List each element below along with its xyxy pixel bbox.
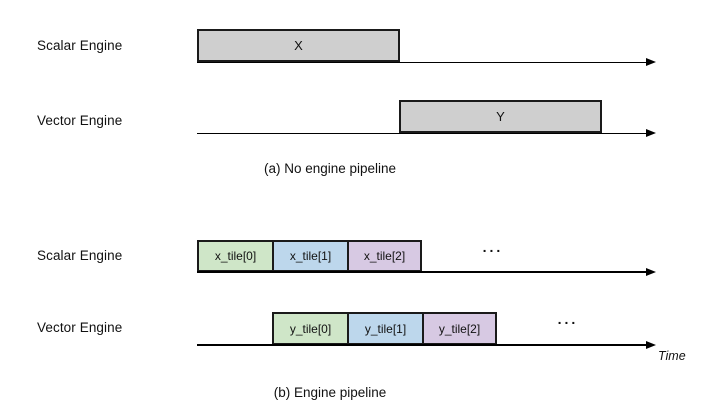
panel-b-tile-x0: x_tile[0] bbox=[197, 240, 274, 272]
panel-a-block-x: X bbox=[197, 29, 400, 62]
panel-b-scalar-arrowhead-icon bbox=[646, 267, 656, 276]
panel-b-vector-arrowhead-icon bbox=[646, 340, 656, 349]
panel-b-tile-y2: y_tile[2] bbox=[422, 312, 497, 345]
panel-b-scalar-timeline-axis bbox=[197, 271, 647, 273]
panel-b-scalar-ellipsis: ... bbox=[482, 239, 504, 255]
panel-a-vector-engine-label: Vector Engine bbox=[37, 113, 123, 128]
panel-a-scalar-arrowhead-icon bbox=[646, 58, 656, 66]
panel-a-scalar-timeline-axis bbox=[197, 61, 647, 64]
panel-a-caption: (a) No engine pipeline bbox=[263, 161, 397, 176]
panel-b-vector-timeline-axis bbox=[197, 344, 647, 346]
panel-b-scalar-engine-label: Scalar Engine bbox=[37, 248, 123, 263]
panel-a-block-y: Y bbox=[399, 100, 602, 133]
panel-b-tile-x2: x_tile[2] bbox=[347, 240, 422, 272]
panel-b-vector-engine-label: Vector Engine bbox=[37, 320, 123, 335]
panel-b-vector-ellipsis: ... bbox=[557, 311, 579, 327]
panel-b-tile-y1: y_tile[1] bbox=[347, 312, 424, 345]
panel-b-tile-y0: y_tile[0] bbox=[272, 312, 349, 345]
panel-a-scalar-engine-label: Scalar Engine bbox=[37, 38, 123, 53]
panel-a-vector-timeline-axis bbox=[197, 132, 647, 135]
time-axis-label: Time bbox=[658, 349, 686, 363]
panel-b-tile-x1: x_tile[1] bbox=[272, 240, 349, 272]
panel-b-caption: (b) Engine pipeline bbox=[273, 385, 387, 400]
panel-a-vector-arrowhead-icon bbox=[646, 129, 656, 137]
